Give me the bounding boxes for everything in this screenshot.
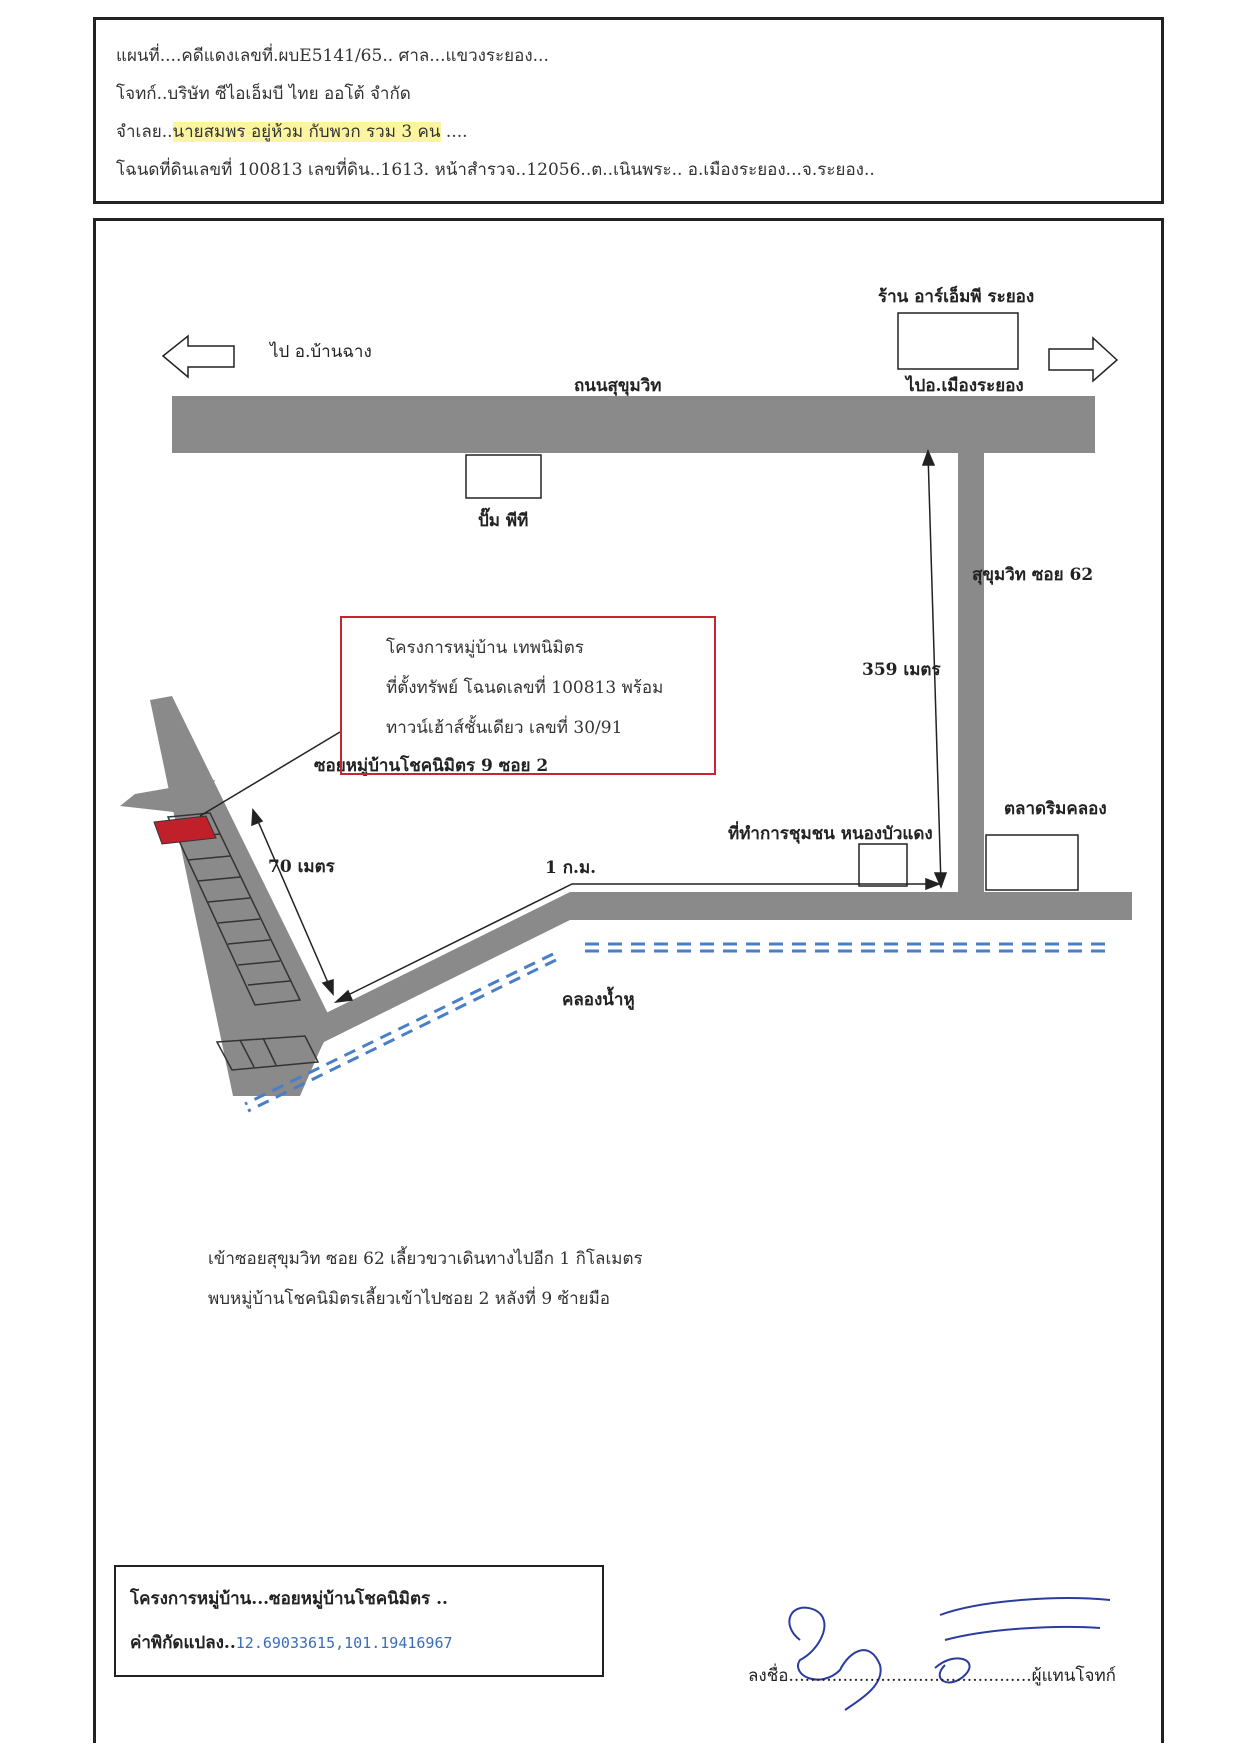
canal-khlong-nam-hu — [244, 942, 1110, 1113]
signature — [788, 1597, 1111, 1711]
arrow-right-icon — [1048, 336, 1119, 383]
label-shop-rmp: ร้าน อาร์เอ็มพี ระยอง — [878, 287, 1035, 307]
property-marker — [153, 815, 217, 845]
arrow-left-icon — [161, 334, 235, 379]
label-soi-62: สุขุมวิท ซอย 62 — [972, 565, 1094, 585]
project-line-3: ทาวน์เฮ้าส์ชั้นเดียว เลขที่ 30/91 — [386, 718, 623, 738]
defendant-suffix: .... — [440, 122, 468, 142]
label-canal: คลองน้ำหู — [562, 990, 635, 1010]
plaintiff-line: โจทก์..บริษัท ซีไอเอ็มบี ไทย ออโต้ จำกัด — [116, 84, 411, 104]
label-market: ตลาดริมคลอง — [1004, 799, 1107, 819]
market-building — [985, 834, 1079, 891]
distance-70-arrow — [251, 808, 334, 996]
community-office-building — [858, 843, 908, 887]
defendant-name-highlight: นายสมพร อยู่ห้วม กับพวก รวม 3 คน — [172, 122, 441, 142]
coordinates-label: ค่าพิกัดแปลง.. — [130, 1633, 236, 1653]
village-side-road — [120, 780, 215, 815]
label-village-soi: ซอยหมู่บ้านโชคนิมิตร 9 ซอย 2 — [314, 756, 549, 776]
case-number-line: แผนที่....คดีแดงเลขที่.ผบE5141/65.. ศาล.… — [116, 46, 549, 66]
label-distance-1km: 1 ก.ม. — [545, 858, 597, 878]
diagonal-road — [320, 892, 570, 1044]
label-to-mueang-rayong: ไปอ.เมืองระยอง — [906, 376, 1024, 396]
label-distance-359: 359 เมตร — [862, 660, 941, 680]
project-label: โครงการหมู่บ้าน...ซอยหมู่บ้านโชคนิมิตร .… — [130, 1589, 448, 1609]
distance-1km-arrow — [333, 877, 942, 1004]
map-frame — [93, 218, 1164, 1743]
title-deed-line: โฉนดที่ดินเลขที่ 100813 เลขที่ดิน..1613.… — [116, 160, 875, 180]
case-header-box: แผนที่....คดีแดงเลขที่.ผบE5141/65.. ศาล.… — [93, 17, 1164, 204]
signature-line: ลงชื่อ..................................… — [748, 1666, 1116, 1686]
project-line-2: ที่ตั้งทรัพย์ โฉนดเลขที่ 100813 พร้อม — [386, 678, 664, 698]
shop-rmp-building — [897, 312, 1019, 370]
project-line-1: โครงการหมู่บ้าน เทพนิมิตร — [386, 638, 584, 658]
soi-62-road — [958, 446, 984, 896]
defendant-prefix: จำเลย.. — [116, 122, 173, 142]
project-info-box: โครงการหมู่บ้าน เทพนิมิตร ที่ตั้งทรัพย์ … — [340, 616, 716, 775]
sukhumvit-road — [172, 396, 1095, 453]
coordinates-row: ค่าพิกัดแปลง..12.69033615,101.19416967 — [130, 1629, 453, 1656]
label-community-office: ที่ทำการชุมชน หนองบัวแดง — [728, 824, 933, 844]
directions-line-2: พบหมู่บ้านโชคนิมิตรเลี้ยวเข้าไปซอย 2 หลั… — [208, 1289, 611, 1309]
label-sukhumvit-road: ถนนสุขุมวิท — [574, 376, 662, 396]
label-pump-pt: ปั๊ม พีที — [478, 511, 529, 531]
plot-info-box: โครงการหมู่บ้าน...ซอยหมู่บ้านโชคนิมิตร .… — [114, 1565, 604, 1677]
distance-359-arrow — [921, 448, 948, 890]
coordinates-value: 12.69033615,101.19416967 — [235, 1634, 453, 1652]
lower-road — [570, 892, 1132, 920]
pump-pt-building — [465, 454, 542, 499]
defendant-line: จำเลย..นายสมพร อยู่ห้วม กับพวก รวม 3 คน … — [116, 118, 468, 145]
label-distance-70: 70 เมตร — [268, 857, 335, 877]
property-pointer-arrow — [199, 731, 341, 817]
directions-line-1: เข้าซอยสุขุมวิท ซอย 62 เลี้ยวขวาเดินทางไ… — [208, 1249, 643, 1269]
label-to-ban-chang: ไป อ.บ้านฉาง — [270, 342, 372, 362]
